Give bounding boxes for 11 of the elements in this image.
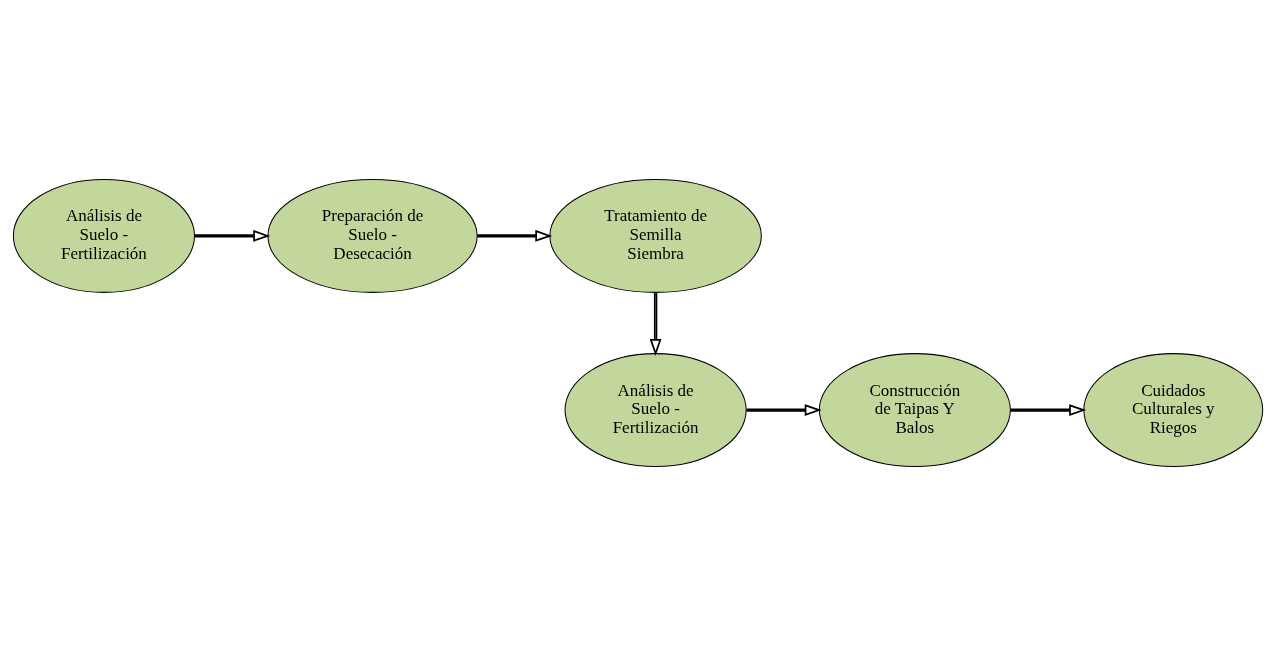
node-ellipse: Análisis de Suelo - Fertilización bbox=[564, 352, 747, 467]
node-ellipse: Tratamiento de Semilla Siembra bbox=[549, 178, 762, 293]
node-ellipse: Construcción de Taipas Y Balos bbox=[818, 352, 1011, 467]
node-ellipse: Cuidados Culturales y Riegos bbox=[1083, 352, 1264, 467]
arrow bbox=[649, 291, 662, 356]
arrow bbox=[745, 403, 822, 416]
arrow bbox=[193, 229, 271, 242]
node-ellipse: Preparación de Suelo - Desecación bbox=[267, 178, 478, 293]
arrow bbox=[476, 229, 553, 242]
node-ellipse: Análisis de Suelo - Fertilización bbox=[12, 178, 195, 293]
arrow bbox=[1009, 403, 1087, 416]
